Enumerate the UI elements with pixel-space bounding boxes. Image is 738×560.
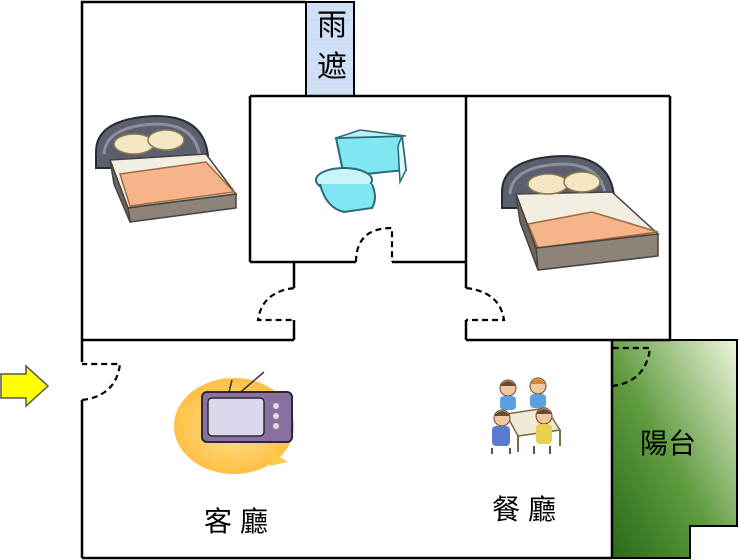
dining-family-icon xyxy=(491,377,562,454)
door-swings xyxy=(81,226,652,402)
bed-icon xyxy=(95,114,238,223)
rain-shelter xyxy=(305,1,355,97)
balcony-label: 陽台 xyxy=(640,427,697,460)
dining-room-label: 餐廳 xyxy=(492,493,565,526)
entry-arrow-icon xyxy=(0,364,50,408)
rain-shelter-label-2: 遮 xyxy=(317,50,347,85)
bed-icon xyxy=(501,154,660,271)
living-room-label: 客廳 xyxy=(204,505,277,538)
toilet-icon xyxy=(315,129,408,214)
walls xyxy=(80,0,672,560)
rain-shelter-label-1: 雨 xyxy=(317,8,347,43)
tv-icon xyxy=(174,371,294,474)
